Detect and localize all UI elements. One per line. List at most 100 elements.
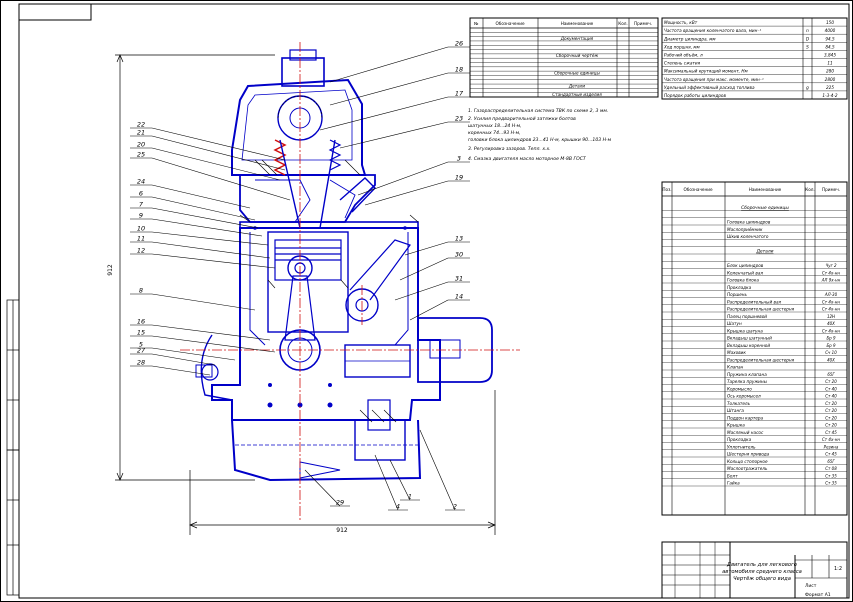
parts-row-note: Ст 40 (825, 394, 837, 399)
spec-header: № (474, 21, 479, 26)
parts-row-name: Коленчатый вал (727, 270, 763, 275)
parts-row-note: Ст 20 (825, 408, 837, 413)
parts-row-note: 65Г (827, 372, 835, 377)
param-value: 84,5 (825, 44, 835, 49)
param-value: 4000 (825, 28, 836, 33)
parts-row-note: Ст 20 (825, 415, 837, 420)
note-line: 3. Регулировка зазоров. Тепл. х.х. (468, 146, 551, 152)
parts-row-note: АЛ-30 (824, 292, 838, 297)
leader-number: 22 (137, 121, 145, 129)
parts-row-name: Маслоотражатель (727, 466, 768, 471)
parts-row-name: Головка блока (727, 278, 759, 283)
leader-number: 18 (455, 66, 463, 74)
param-value: 225 (826, 85, 834, 90)
dim-height: 912 (107, 264, 114, 276)
parts-row-name: Головка цилиндров (727, 220, 771, 225)
leader-number: 27 (137, 347, 146, 355)
leader-number: 29 (336, 499, 344, 507)
technical-notes: 1. Газораспределительная система ТВК по … (468, 108, 612, 162)
parts-row-name: Маслоприёмник (727, 227, 763, 232)
parts-header: Поз. (662, 187, 671, 192)
spec-row: Сборочный чертёж (556, 53, 599, 58)
leader-number: 20 (137, 141, 145, 149)
parts-row-note: Ст 20 (825, 379, 837, 384)
note-line: головки блока цилиндров 23...41 Н·м, кры… (468, 137, 612, 143)
parts-section-title: Сборочные единицы (741, 205, 789, 211)
param-value: 3,845 (824, 53, 836, 58)
param-symbol: D (806, 36, 810, 41)
spec-row: Стандартные изделия (552, 92, 602, 97)
spec-header: Кол. (618, 21, 628, 26)
parts-row-name: Распределительный вал (727, 299, 782, 304)
leader-number: 10 (137, 225, 145, 233)
spec-row: Детали (568, 83, 586, 88)
title-line-2: автомобиля среднего класса (722, 569, 802, 575)
dim-width: 912 (336, 527, 348, 534)
leader-number: 19 (455, 174, 463, 182)
parts-row-note: 40Х (827, 321, 835, 326)
parts-row-note: 12Н (827, 314, 835, 319)
parts-row-note: Сч 10 (825, 350, 837, 355)
scale-label: 1:2 (834, 566, 842, 572)
parts-row-note: Бр 9 (826, 343, 836, 348)
parts-row-note: Чуг 2 (825, 263, 836, 268)
parts-row-name: Пружина клапана (727, 372, 767, 377)
parts-row-note: Ст 40 (825, 386, 837, 391)
parts-row-name: Шестерня привода (727, 452, 770, 457)
parts-row-note: Ст 4х-нн (822, 270, 840, 275)
engine-section (195, 49, 493, 482)
parts-section-title: Детали (755, 249, 773, 255)
param-value: 94,5 (825, 36, 835, 41)
parts-row-name: Крышка шатуна (727, 328, 763, 333)
leader-number: 6 (139, 190, 143, 198)
param-value: 150 (826, 20, 834, 25)
param-label: Диаметр цилиндра, мм (663, 36, 716, 41)
parts-row-name: Крышка (727, 423, 745, 428)
param-symbol: n (806, 28, 809, 33)
leader-number: 26 (455, 40, 463, 48)
parts-row-name: Толкатель (727, 401, 751, 406)
section-hatching (239, 159, 419, 423)
param-label: Частота вращения при макс. моменте, мин⁻… (664, 77, 764, 82)
parts-row-name: Распределительная шестерня (727, 307, 795, 312)
param-value: 1-3-4-2 (822, 93, 838, 98)
leader-number: 21 (137, 129, 145, 137)
note-line: 1. Газораспределительная система ТВК по … (468, 108, 608, 114)
leader-number: 1 (408, 493, 412, 501)
parts-row-name: Коромысло (727, 386, 752, 391)
leader-number: 4 (396, 503, 400, 511)
spec-header: Примеч. (634, 21, 652, 26)
note-line: шатунных 18...24 Н·м, (468, 123, 522, 129)
parts-row-note: Ст 4х-нн (822, 437, 840, 442)
note-line: 4. Смазка двигателя масло моторное М-8В … (468, 156, 587, 162)
param-symbol: g (806, 85, 809, 90)
parts-row-note: 65Г (827, 459, 835, 464)
param-label: Максимальный крутящий момент, Нм (664, 69, 748, 74)
parts-row-name: Тарелка пружины (727, 379, 768, 384)
leader-number: 25 (137, 151, 145, 159)
leader-number: 15 (137, 329, 145, 337)
leader-number: 3 (457, 155, 461, 163)
param-label: Степень сжатия (664, 61, 701, 66)
format-label: Формат А1 (805, 592, 831, 598)
parts-row-note: Ст 08 (825, 466, 837, 471)
parts-row-note: Бр 9 (826, 336, 836, 341)
leader-number: 11 (137, 235, 145, 243)
param-value: 11 (827, 61, 833, 66)
parts-row-name: Масляный насос (727, 430, 764, 435)
parts-row-note: Ст 35 (825, 481, 837, 486)
parts-row-name: Клапан (727, 365, 744, 370)
note-line: 2. Усилия предварительной затяжки болтов (468, 116, 576, 122)
leader-number: 13 (455, 235, 463, 243)
parts-row-name: Болт (727, 473, 738, 478)
leader-number: 2 (453, 503, 457, 511)
parts-row-name: Вкладыш коренной (727, 343, 770, 348)
parts-row-name: Поддон картера (727, 415, 764, 420)
spec-header: Обозначение (495, 21, 524, 26)
parts-row-name: Ось коромысел (727, 394, 761, 399)
param-symbol: S (806, 44, 809, 49)
